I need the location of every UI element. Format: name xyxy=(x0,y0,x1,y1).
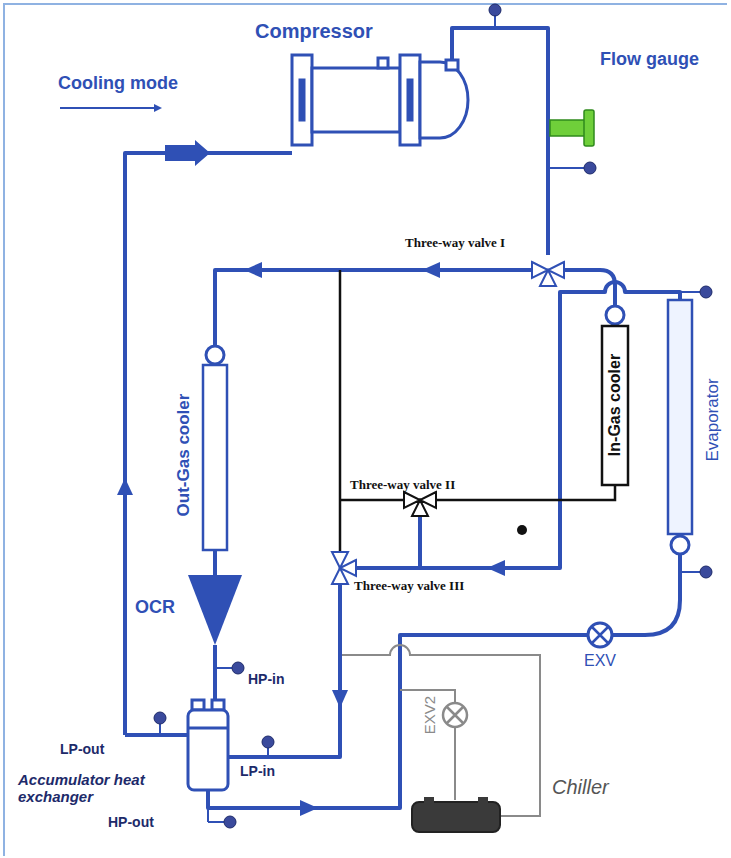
component-label: EXV2 xyxy=(422,696,439,734)
port-label: LP-in xyxy=(240,764,275,779)
oil-separator xyxy=(188,575,242,645)
out-gas-cooler xyxy=(203,365,227,550)
sensor-dots xyxy=(154,4,712,828)
chiller-lines xyxy=(342,645,540,816)
component-label: Chiller xyxy=(552,776,609,798)
port-label: HP-out xyxy=(108,815,154,830)
valve-label: Three-way valve I xyxy=(405,236,505,250)
mode-arrow xyxy=(60,107,160,109)
component-label: Out-Gas cooler xyxy=(175,394,194,517)
component-label: Flow gauge xyxy=(600,50,699,70)
compressor-symbol xyxy=(292,55,468,145)
valve-label: Three-way valve III xyxy=(354,579,464,593)
exv2-symbol xyxy=(443,703,467,727)
flow-arrows xyxy=(117,140,505,816)
accumulator-symbol xyxy=(188,700,228,790)
out-gas-cooler-cap xyxy=(206,346,224,364)
junction-dot xyxy=(517,525,527,535)
component-label: OCR xyxy=(135,598,175,618)
frame xyxy=(4,4,727,856)
flow-gauge-symbol xyxy=(550,110,594,146)
component-label: Evaporator xyxy=(704,378,723,461)
component-label: In-Gas cooler xyxy=(606,354,624,456)
in-gas-cooler xyxy=(602,326,628,485)
chiller-symbol xyxy=(412,797,500,832)
valve-label: Three-way valve II xyxy=(350,478,455,492)
port-label: LP-out xyxy=(60,742,104,757)
component-label: Compressor xyxy=(255,20,373,42)
evaporator xyxy=(668,300,692,534)
mode-label: Cooling mode xyxy=(58,74,178,94)
black-pipes xyxy=(340,270,615,552)
component-label: Accumulator heat exchanger xyxy=(18,772,183,805)
component-label: EXV xyxy=(584,652,616,670)
evaporator-cap xyxy=(671,536,689,554)
in-gas-cooler-cap xyxy=(606,306,624,324)
exv-symbol xyxy=(588,623,612,647)
port-label: HP-in xyxy=(248,672,285,687)
sensors xyxy=(160,14,700,822)
three-way-valves xyxy=(332,262,564,584)
blue-pipes xyxy=(125,28,680,808)
